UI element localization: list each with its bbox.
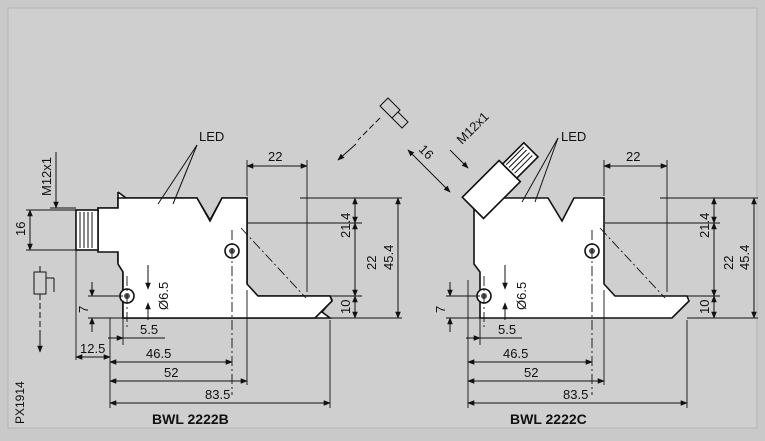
right-dim-5-5: 5.5 (498, 322, 516, 337)
left-dim-16: 16 (13, 222, 28, 236)
left-dim-10: 10 (338, 300, 353, 314)
left-caption: BWL 2222B (152, 411, 229, 427)
left-dim-dia: Ø6.5 (156, 282, 171, 310)
left-thread: M12x1 (39, 157, 54, 196)
right-dim-46-5: 46.5 (503, 346, 528, 361)
left-connector (75, 209, 99, 251)
right-dim-52: 52 (524, 365, 538, 380)
left-led-label: LED (199, 129, 224, 144)
right-view: LED 16 M12x1 22 21.4 22 45.4 10 7 Ø6.5 (407, 109, 758, 427)
angled-plug-icon (337, 97, 409, 161)
right-dim-21-4: 21.4 (697, 213, 712, 238)
left-cable-plug-icon (33, 266, 55, 328)
left-dim-52: 52 (164, 365, 178, 380)
right-dim-dia: Ø6.5 (514, 282, 529, 310)
right-housing-main (473, 189, 690, 319)
right-dim-22-v: 22 (721, 256, 736, 270)
left-dim-21-4: 21.4 (338, 213, 353, 238)
left-dim-83-5: 83.5 (205, 387, 230, 402)
left-beam-axis (240, 227, 307, 299)
right-caption: BWL 2222C (510, 411, 587, 427)
left-dim-7: 7 (76, 306, 91, 313)
right-dim-7: 7 (433, 306, 448, 313)
left-view: LED 22 21.4 22 45.4 10 M12x1 16 (13, 129, 402, 427)
right-dim-22-top: 22 (626, 149, 640, 164)
left-dim-12-5: 12.5 (80, 341, 105, 356)
right-dim-10: 10 (697, 300, 712, 314)
left-dim-45-4: 45.4 (381, 245, 396, 270)
left-dim-46-5: 46.5 (146, 346, 171, 361)
right-dim-45-4: 45.4 (737, 245, 752, 270)
right-dim-16-line (407, 149, 451, 193)
right-connector (461, 141, 540, 220)
right-beam-axis (599, 227, 666, 299)
right-dim-83-5: 83.5 (563, 387, 588, 402)
left-dim-5-5: 5.5 (140, 322, 158, 337)
diagram-code: PX1914 (13, 381, 27, 424)
right-led-label: LED (561, 129, 586, 144)
left-dim-22-top: 22 (268, 149, 282, 164)
left-dim-22-v: 22 (364, 256, 379, 270)
